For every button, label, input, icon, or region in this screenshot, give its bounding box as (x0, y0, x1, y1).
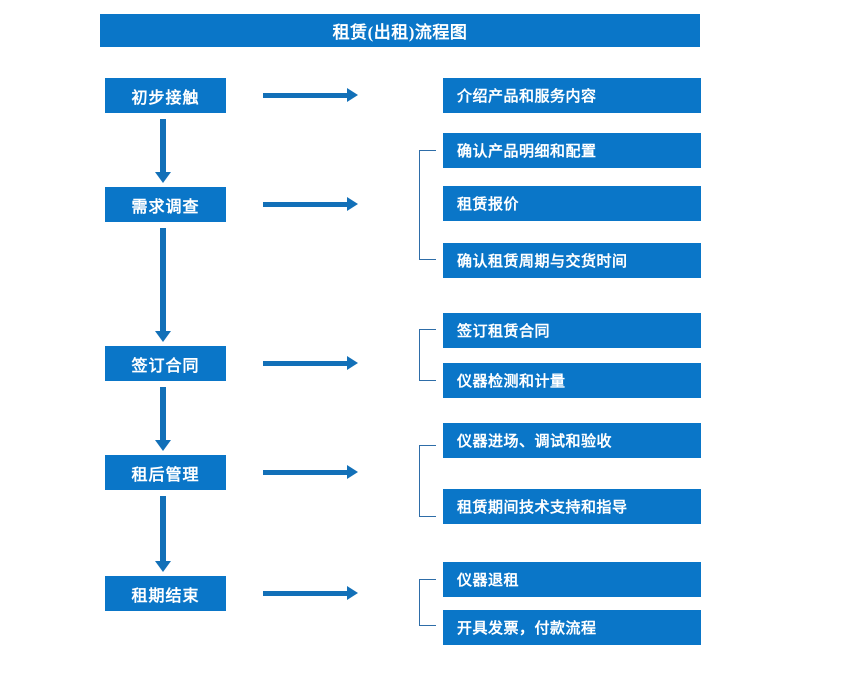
down-arrow-icon (155, 228, 171, 342)
detail-box-sign-lease[interactable]: 签订租赁合同 (443, 313, 701, 348)
stage-box-rental-end[interactable]: 租期结束 (105, 576, 226, 611)
right-arrow-icon (263, 88, 358, 102)
down-arrow-icon (155, 496, 171, 572)
down-arrow-icon (155, 387, 171, 451)
stage-box-post-rent-mgmt[interactable]: 租后管理 (105, 455, 226, 490)
detail-box-invoice-payment[interactable]: 开具发票，付款流程 (443, 610, 701, 645)
detail-box-introduce-products[interactable]: 介绍产品和服务内容 (443, 78, 701, 113)
detail-box-return-instrument[interactable]: 仪器退租 (443, 562, 701, 597)
flowchart-title: 租赁(出租)流程图 (100, 14, 700, 47)
right-arrow-icon (263, 586, 358, 600)
right-arrow-icon (263, 197, 358, 211)
detail-box-confirm-period[interactable]: 确认租赁周期与交货时间 (443, 243, 701, 278)
down-arrow-icon (155, 119, 171, 183)
detail-box-site-commission[interactable]: 仪器进场、调试和验收 (443, 423, 701, 458)
stage-box-needs-survey[interactable]: 需求调查 (105, 187, 226, 222)
group-bracket-icon (419, 445, 436, 517)
detail-box-instrument-test[interactable]: 仪器检测和计量 (443, 363, 701, 398)
right-arrow-icon (263, 356, 358, 370)
detail-box-confirm-spec[interactable]: 确认产品明细和配置 (443, 133, 701, 168)
group-bracket-icon (419, 579, 436, 626)
right-arrow-icon (263, 465, 358, 479)
detail-box-tech-support[interactable]: 租赁期间技术支持和指导 (443, 489, 701, 524)
detail-box-rental-quote[interactable]: 租赁报价 (443, 186, 701, 221)
group-bracket-icon (419, 329, 436, 381)
group-bracket-icon (419, 150, 436, 260)
stage-box-sign-contract[interactable]: 签订合同 (105, 346, 226, 381)
stage-box-initial-contact[interactable]: 初步接触 (105, 78, 226, 113)
